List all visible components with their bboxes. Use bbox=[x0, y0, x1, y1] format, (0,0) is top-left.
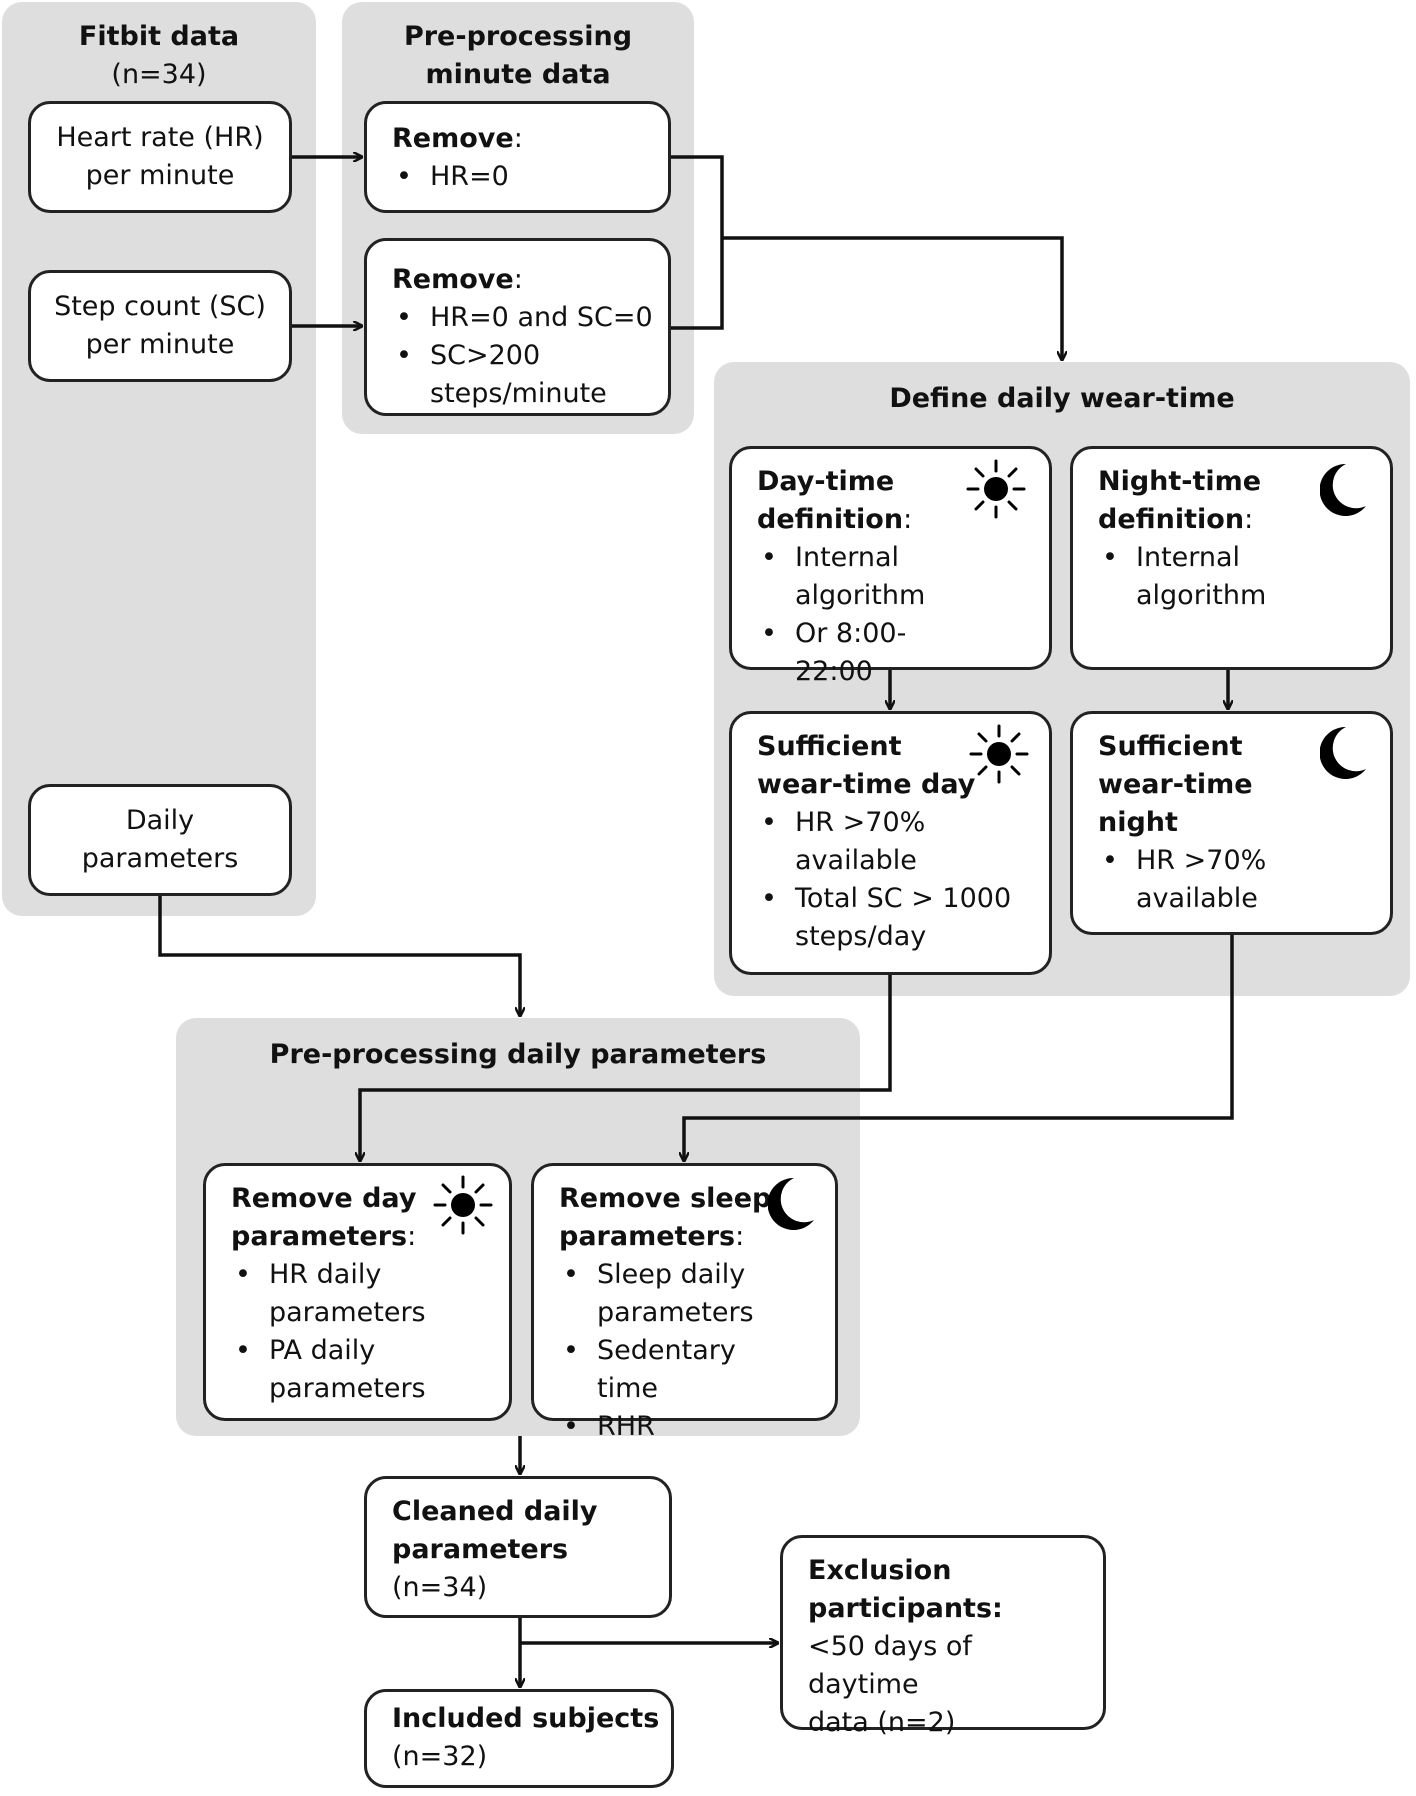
night-time-definition-box: Night-time definition: Internal algorith… bbox=[1070, 446, 1393, 670]
sufficient-wear-night-box: Sufficient wear-time night HR >70% avail… bbox=[1070, 711, 1393, 935]
remove-hr-sc-box: Remove: HR=0 and SC=0 SC>200 steps/minut… bbox=[364, 238, 671, 416]
moon-icon bbox=[768, 1177, 814, 1230]
moon-icon bbox=[1320, 463, 1366, 516]
sc-per-minute-box: Step count (SC)per minute bbox=[28, 270, 292, 382]
arrow-day-suff-to-remove bbox=[360, 975, 892, 1161]
remove-sc-item: SC>200 steps/minute bbox=[392, 337, 658, 413]
sufficient-wear-day-box: Sufficient wear-time day HR >70% availab… bbox=[729, 711, 1052, 975]
exclusion-participants-box: Exclusion participants: <50 days of dayt… bbox=[780, 1535, 1106, 1738]
preproc-daily-title: Pre-processing daily parameters bbox=[269, 1039, 767, 1070]
remove-sleep-parameters-box: Remove sleep parameters: Sleep daily par… bbox=[531, 1163, 838, 1446]
arrow-daily-to-preproc bbox=[158, 896, 520, 1016]
cleaned-daily-parameters-box: Cleaned daily parameters (n=34) bbox=[364, 1476, 672, 1618]
wear-time-title: Define daily wear-time bbox=[889, 383, 1235, 414]
sun-icon bbox=[966, 459, 1026, 519]
fitbit-n: (n=34) bbox=[111, 59, 207, 90]
hr-per-minute-box: Heart rate (HR)per minute bbox=[28, 101, 292, 213]
arrow-night-suff-to-remove bbox=[684, 935, 1234, 1161]
included-subjects-box: Included subjects (n=32) bbox=[364, 1689, 674, 1788]
remove-hr-sc-item: HR=0 and SC=0 bbox=[392, 299, 658, 337]
remove-hr-item: HR=0 bbox=[392, 158, 658, 196]
sun-icon bbox=[433, 1175, 493, 1235]
sun-icon bbox=[969, 724, 1029, 784]
moon-icon bbox=[1320, 726, 1366, 779]
fitbit-title: Fitbit data (n=34) bbox=[2, 18, 316, 94]
line-remove1-out bbox=[671, 155, 724, 330]
remove-hr-box: Remove: HR=0 bbox=[364, 101, 671, 213]
arrow-to-wear-time bbox=[722, 236, 1062, 360]
preproc-minute-title: Pre-processing minute data bbox=[403, 21, 633, 90]
